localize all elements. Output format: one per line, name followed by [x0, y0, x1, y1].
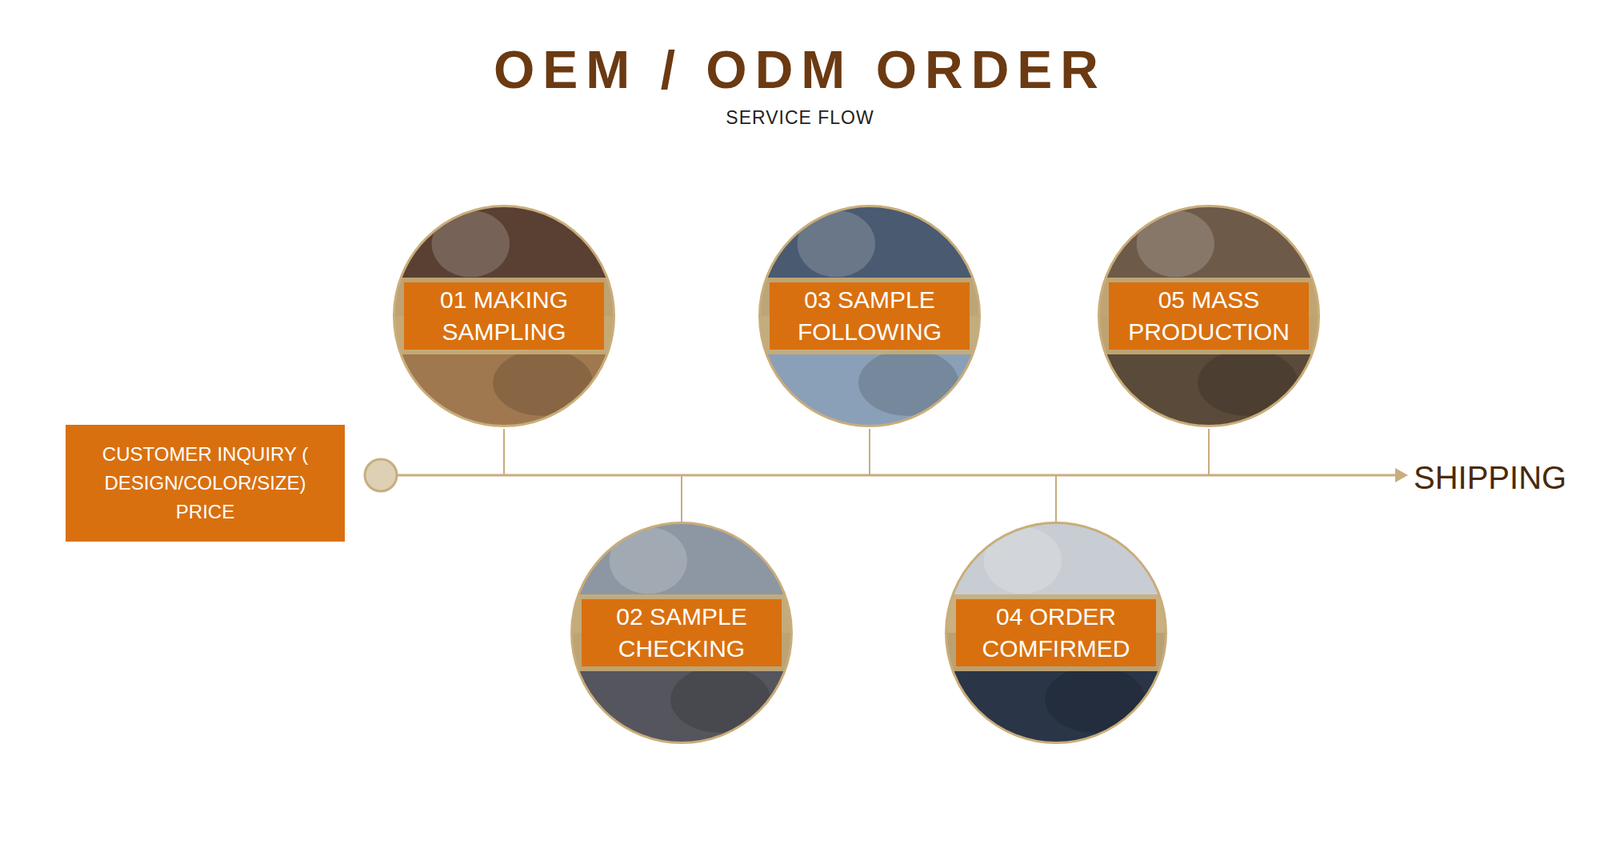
photo: [392, 204, 616, 428]
step-label: 05 MASS PRODUCTION: [1108, 282, 1309, 350]
tick-line: [1208, 428, 1210, 476]
tick-line: [868, 428, 871, 476]
photo-band: [1097, 277, 1320, 355]
tick-line: [503, 428, 505, 476]
timeline-start-dot: [364, 459, 397, 492]
process-circle: 05 MASS PRODUCTION: [1097, 204, 1320, 428]
step-label: 02 SAMPLE CHECKING: [581, 599, 782, 667]
photo: [1097, 204, 1320, 428]
photo-band: [758, 277, 981, 355]
process-circle: 04 ORDER COMFIRMED: [944, 521, 1168, 744]
photo: [758, 204, 981, 428]
photo-detail: [797, 210, 876, 277]
circle-rim: [760, 206, 980, 427]
photo: [570, 521, 793, 744]
photo-detail: [984, 527, 1062, 594]
photo-detail: [1136, 210, 1215, 277]
diagram-title: OEM / ODM ORDER: [0, 41, 1600, 98]
process-box: CUSTOMER INQUIRY ( DESIGN/COLOR/SIZE) PR…: [65, 424, 345, 542]
photo-detail: [1044, 666, 1145, 733]
subtitle: SERVICE FLOW: [0, 106, 1600, 129]
photo-detail: [609, 527, 688, 594]
photo-detail: [432, 210, 510, 277]
step-label: 04 ORDER COMFIRMED: [956, 599, 1156, 667]
photo-band: [944, 594, 1168, 672]
photo-detail: [1197, 349, 1298, 416]
tick-line: [680, 475, 683, 522]
photo-detail: [492, 349, 593, 416]
tick-line: [1055, 475, 1057, 522]
timeline-arrowhead: [1395, 468, 1408, 483]
process-circle: 02 SAMPLE CHECKING: [570, 521, 793, 744]
photo: [944, 521, 1168, 744]
step-label: 01 MAKING SAMPLING: [404, 282, 604, 350]
timeline-line: [397, 474, 1399, 477]
circle-rim: [572, 523, 792, 744]
photo-band: [392, 277, 616, 355]
step-label: 03 SAMPLE FOLLOWING: [769, 282, 970, 350]
photo-band: [570, 594, 793, 672]
box-text: CUSTOMER INQUIRY ( DESIGN/COLOR/SIZE) PR…: [80, 440, 331, 527]
circle-rim: [946, 523, 1167, 744]
process-circle: 01 MAKING SAMPLING: [392, 204, 616, 428]
photo-detail: [670, 666, 771, 733]
circle-rim: [394, 206, 615, 427]
process-circle: 03 SAMPLE FOLLOWING: [758, 204, 981, 428]
end-label: SHIPPING: [1413, 458, 1567, 497]
circle-rim: [1099, 206, 1320, 427]
photo-detail: [858, 349, 959, 416]
